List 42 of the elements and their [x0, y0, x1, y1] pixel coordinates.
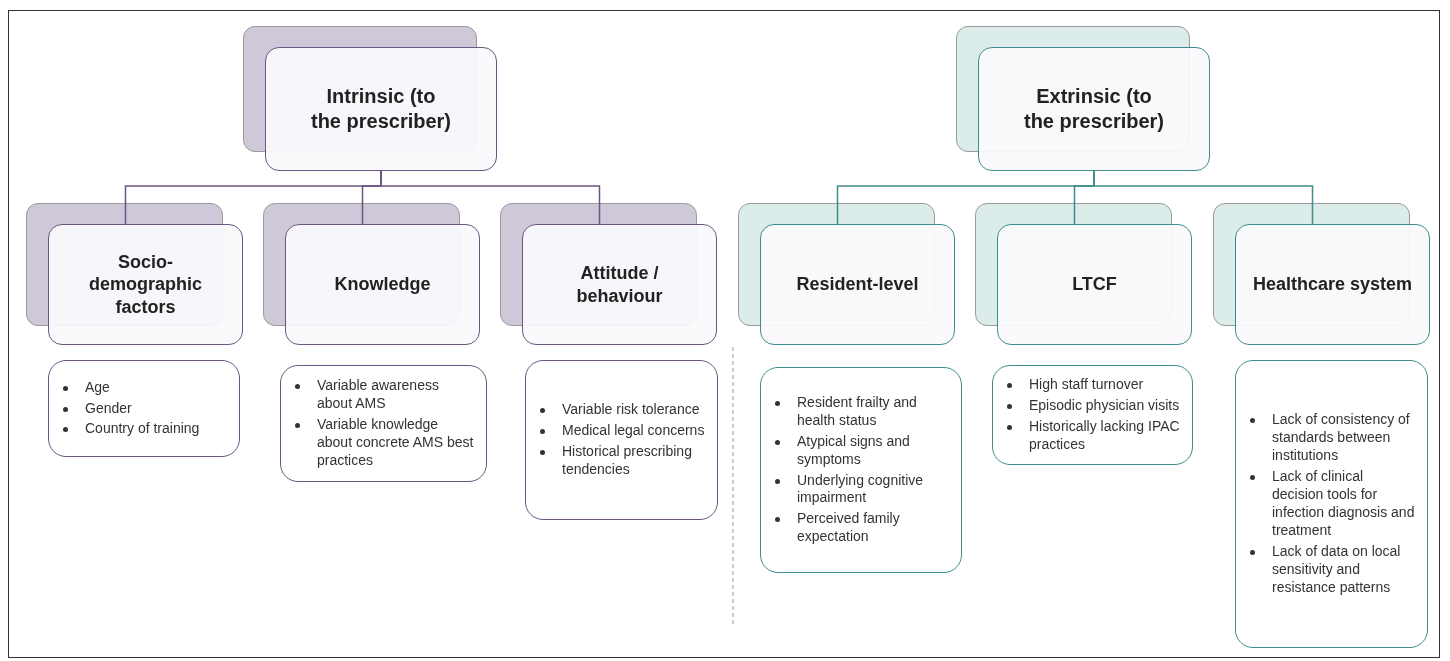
category-box	[1235, 224, 1430, 345]
connector-line	[1093, 170, 1314, 225]
connector-line	[380, 170, 601, 225]
category-title: Healthcare system	[1252, 273, 1413, 296]
category-title: Socio-demographic factors	[88, 250, 203, 319]
category-title: Resident-level	[796, 273, 919, 296]
bullet-item: Resident frailty and health status	[797, 393, 917, 428]
bullet-item: Underlying cognitive impairment	[797, 471, 924, 506]
bullet-item: Lack of data on local sensitivity and resistance patterns	[1272, 542, 1401, 595]
category-title: Attitude / behaviour	[575, 262, 664, 307]
bullet-list-box	[525, 360, 718, 520]
bullet-item: Historically lacking IPAC practices	[1029, 418, 1180, 452]
bullet-item: Lack of consistency of standards between institutions	[1272, 411, 1410, 464]
bullet-item: Gender	[85, 399, 132, 416]
category-title: Extrinsic (to the prescriber)	[1022, 84, 1166, 134]
bullet-item: Historical prescribing tendencies	[562, 443, 692, 477]
bullet-list-box	[992, 365, 1193, 465]
bullet-item: Lack of clinical decision tools for infection diagnosis and treatment	[1272, 468, 1415, 538]
bullet-list-box	[760, 367, 962, 573]
category-box	[978, 47, 1210, 171]
category-box	[285, 224, 480, 345]
category-box	[760, 224, 955, 345]
bullet-item: Variable awareness about AMS	[317, 377, 439, 412]
bullet-item: Medical legal concerns	[562, 422, 705, 439]
category-title: Knowledge	[334, 273, 431, 296]
bullet-item: Variable risk tolerance	[562, 401, 700, 418]
bullet-item: Episodic physician visits	[1029, 397, 1180, 414]
category-title: LTCF	[1072, 273, 1117, 296]
category-box	[265, 47, 497, 171]
category-title: Intrinsic (to the prescriber)	[309, 84, 453, 134]
bullet-item: Age	[85, 378, 110, 395]
category-box	[48, 224, 243, 345]
bullet-list-box	[280, 365, 487, 482]
bullet-item: Atypical signs and symptoms	[797, 432, 910, 467]
bullet-item: High staff turnover	[1029, 376, 1144, 393]
bullet-list-box	[48, 360, 240, 457]
category-box	[997, 224, 1192, 345]
bullet-item: Country of training	[85, 420, 200, 437]
category-box	[522, 224, 717, 345]
bullet-item: Variable knowledge about concrete AMS best practices	[317, 416, 474, 468]
bullet-list-box	[1235, 360, 1428, 648]
bullet-item: Perceived family expectation	[797, 510, 900, 545]
